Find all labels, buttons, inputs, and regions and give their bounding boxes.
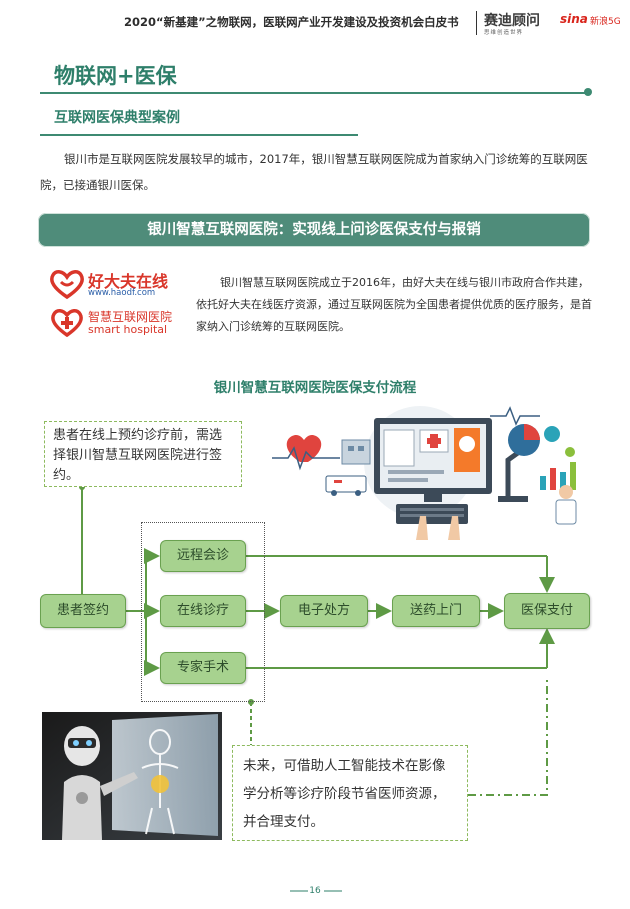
medical-technology-illustration — [272, 406, 577, 540]
case-banner-text: 银川智慧互联网医院：实现线上问诊医保支付与报销 — [147, 222, 481, 238]
node-remote-consultation: 远程会诊 — [160, 540, 246, 572]
node-patient-sign: 患者签约 — [40, 594, 126, 628]
ai-future-note: 未来，可借助人工智能技术在影像学分析等诊疗阶段节省医师资源，并合理支付。 — [232, 745, 468, 841]
header-separator — [476, 11, 477, 35]
divider-dot — [584, 88, 592, 96]
section-divider — [40, 92, 588, 94]
consultation-options-group — [141, 522, 265, 702]
pie-chart-icon — [508, 424, 540, 456]
node-online-diagnosis: 在线诊疗 — [160, 595, 246, 627]
hospital-description: 银川智慧互联网医院成立于2016年，由好大夫在线与银川市政府合作共建，依托好大夫… — [196, 276, 592, 333]
smart-hospital-heart-icon — [51, 309, 83, 337]
header-title: 2020“新基建”之物联网，医联网产业开发建设及投资机会白皮书 — [124, 15, 459, 29]
node-expert-surgery: 专家手术 — [160, 652, 246, 684]
node-drug-delivery: 送药上门 — [392, 595, 480, 627]
smart-hospital-english: smart hospital — [88, 323, 168, 336]
haodf-url: www.haodf.com — [88, 288, 156, 298]
case-banner: 银川智慧互联网医院：实现线上问诊医保支付与报销 — [38, 213, 590, 247]
subsection-divider — [40, 134, 358, 136]
flow-title: 银川智慧互联网医院医保支付流程 — [213, 380, 417, 396]
ai-robot-image — [42, 712, 222, 840]
haodf-name: 好大夫在线 — [88, 272, 169, 291]
haodf-heart-icon — [50, 270, 84, 300]
monitor-icon — [374, 418, 492, 502]
section-title: 物联网+医保 — [54, 64, 177, 88]
heart-icon — [286, 434, 322, 462]
signing-note: 患者在线上预约诊疗前，需选择银川智慧互联网医院进行签约。 — [44, 421, 242, 487]
subsection-title: 互联网医保典型案例 — [54, 110, 180, 126]
page-number: 16 — [309, 886, 321, 896]
node-insurance-payment: 医保支付 — [504, 593, 590, 629]
sina-5g-label: 新浪5G — [590, 17, 621, 27]
keyboard-icon — [396, 504, 468, 524]
node-e-prescription: 电子处方 — [280, 595, 368, 627]
ccid-slogan: 思维创造世界 — [484, 30, 524, 36]
smart-hospital-name: 智慧互联网医院 — [88, 310, 173, 324]
ambulance-icon — [325, 475, 367, 496]
sina-logo: sina — [560, 12, 588, 26]
ccid-logo-text: 赛迪顾问 — [484, 13, 540, 29]
page-number-decoration — [290, 890, 342, 892]
bar-chart-icon — [540, 462, 576, 490]
intro-paragraph: 银川市是互联网医院发展较早的城市，2017年，银川智慧互联网医院成为首家纳入门诊… — [40, 152, 588, 192]
